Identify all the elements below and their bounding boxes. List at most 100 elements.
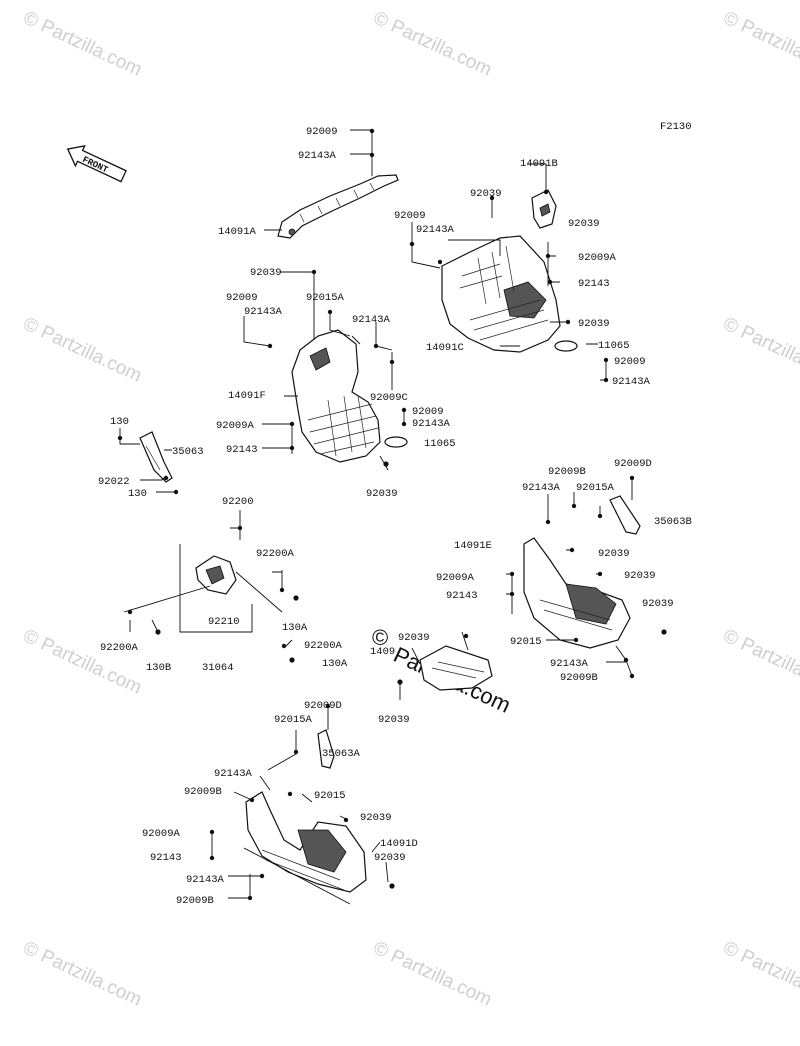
- watermark: © Partzilla.com: [370, 7, 495, 80]
- part-label: 130A: [282, 622, 308, 634]
- part-label: 92009: [226, 292, 258, 304]
- part-label: 92143A: [412, 418, 451, 430]
- part-label: 92143A: [244, 306, 283, 318]
- grommet-11065-left: [384, 436, 408, 448]
- part-label: 130: [128, 488, 147, 500]
- part-label: 92039: [598, 548, 630, 560]
- bracket-35063a: [317, 729, 335, 769]
- part-label: 35063: [172, 446, 204, 458]
- part-label: 92009A: [216, 420, 255, 432]
- part-label: 92009A: [578, 252, 617, 264]
- part-label: 92009D: [614, 458, 652, 470]
- part-label: 92200A: [304, 640, 343, 652]
- part-label: 92143A: [298, 150, 337, 162]
- part-label: 92039: [398, 632, 430, 644]
- part-label: 92143A: [352, 314, 391, 326]
- part-label: 92200A: [256, 548, 295, 560]
- part-label: 14091A: [218, 226, 257, 238]
- part-label: 92009A: [142, 828, 181, 840]
- part-label: 92143A: [612, 376, 651, 388]
- part-label: 92015A: [306, 292, 345, 304]
- part-label: 92015: [510, 636, 542, 648]
- bracket-31064: [123, 555, 283, 613]
- part-label: 35063B: [654, 516, 692, 528]
- part-label: 130A: [322, 658, 348, 670]
- part-label: 92200A: [100, 642, 139, 654]
- part-label: 92009: [394, 210, 426, 222]
- part-label: 92009A: [436, 572, 475, 584]
- part-label: 31064: [202, 662, 234, 674]
- part-label: 92143A: [550, 658, 589, 670]
- part-label: 14091D: [380, 838, 418, 850]
- part-label: 92143A: [416, 224, 455, 236]
- part-label: 92039: [360, 812, 392, 824]
- part-label: 92009D: [304, 700, 342, 712]
- fasteners: [117, 128, 667, 901]
- part-label: 92039: [470, 188, 502, 200]
- part-label: 92039: [568, 218, 600, 230]
- part-label: 92039: [366, 488, 398, 500]
- part-label: 130B: [146, 662, 171, 674]
- part-label: 14091B: [520, 158, 558, 170]
- floorboard-14091c: [441, 235, 561, 353]
- figure-code: F2130: [660, 121, 692, 133]
- part-label: 92143: [446, 590, 478, 602]
- part-label: 92009B: [560, 672, 598, 684]
- part-label: 92015A: [274, 714, 313, 726]
- part-label: 92009B: [184, 786, 222, 798]
- guard-14091a: [277, 174, 399, 239]
- watermark: © Partzilla.com: [720, 313, 800, 386]
- part-label: 92009: [306, 126, 338, 138]
- cover-center: [419, 645, 493, 691]
- part-label: 92200: [222, 496, 254, 508]
- part-label: 14091F: [228, 390, 266, 402]
- part-label: 92143A: [522, 482, 561, 494]
- part-label: 92009B: [548, 466, 586, 478]
- part-label: 130: [110, 416, 129, 428]
- part-label: 92210: [208, 616, 240, 628]
- part-label: 35063A: [322, 748, 361, 760]
- part-label: 11065: [598, 340, 630, 352]
- grommet-11065-right: [554, 340, 578, 352]
- part-label: 92009: [412, 406, 444, 418]
- part-label: 92143: [150, 852, 182, 864]
- part-label: 92009B: [176, 895, 214, 907]
- part-label: 92143: [226, 444, 258, 456]
- part-label: 92039: [378, 714, 410, 726]
- watermark: © Partzilla.com: [720, 937, 800, 1010]
- watermark: © Partzilla.com: [720, 625, 800, 698]
- part-label: 1409: [370, 646, 395, 658]
- part-label: 92039: [642, 598, 674, 610]
- watermark: © Partzilla.com: [20, 625, 145, 698]
- front-arrow-icon: FRONT: [66, 145, 127, 183]
- part-label: 92039: [250, 267, 282, 279]
- part-label: 92022: [98, 476, 130, 488]
- part-label: 92015: [314, 790, 346, 802]
- watermark: © Partzilla.com: [20, 7, 145, 80]
- watermark: © Partzilla.com: [20, 937, 145, 1010]
- watermark: © Partzilla.com: [370, 937, 495, 1010]
- part-label: 92039: [578, 318, 610, 330]
- part-label: 92009: [614, 356, 646, 368]
- watermark: © Partzilla.com: [720, 7, 800, 80]
- part-labels: 92009 92143A 14091A 92039 14091B 92039 9…: [98, 126, 692, 907]
- part-label: 92015A: [576, 482, 615, 494]
- bracket-14091b: [531, 189, 557, 229]
- watermark: © Partzilla.com: [20, 313, 145, 386]
- part-label: 92039: [374, 852, 406, 864]
- guard-14091e: [523, 537, 631, 649]
- part-label: 92143A: [186, 874, 225, 886]
- part-label: 92039: [624, 570, 656, 582]
- bracket-35063: [139, 431, 173, 483]
- floorboard-14091f: [291, 329, 381, 463]
- part-label: 92143: [578, 278, 610, 290]
- part-label: 14091E: [454, 540, 492, 552]
- part-label: 11065: [424, 438, 456, 450]
- guard-14091d: [245, 791, 367, 893]
- part-label: 92143A: [214, 768, 253, 780]
- watermark-center-symbol: ©: [372, 625, 388, 650]
- bracket-35063b: [609, 495, 641, 535]
- watermarks: © Partzilla.com © Partzilla.com © Partzi…: [20, 7, 800, 1010]
- part-label: 14091C: [426, 342, 464, 354]
